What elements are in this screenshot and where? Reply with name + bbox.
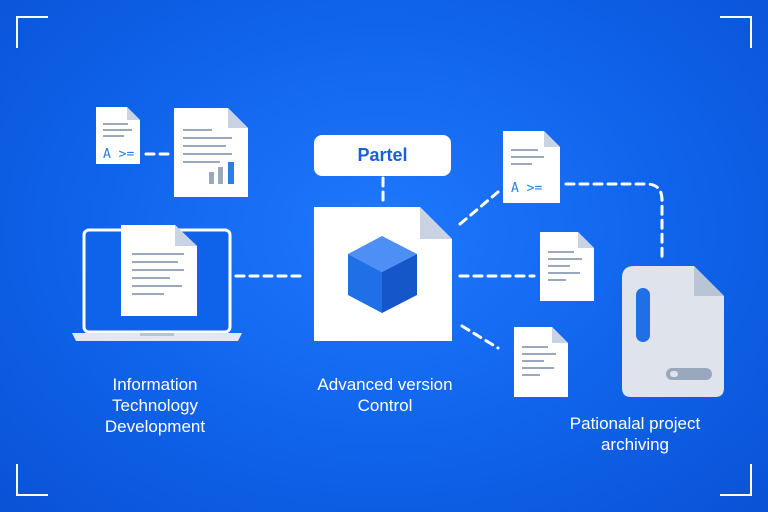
partel-tag: Partel (314, 135, 451, 176)
document-icon (514, 327, 568, 397)
laptop-icon (72, 225, 242, 341)
label-version-control: Advanced version Control (300, 374, 470, 416)
frame-corner-bottom-right (720, 464, 752, 496)
chart-document-icon (174, 108, 248, 197)
label-line: Advanced version (317, 375, 453, 394)
document-icon: A >= (503, 131, 560, 203)
cube-icon (348, 236, 417, 313)
document-code-text: A >= (103, 147, 134, 162)
label-line: Control (357, 396, 413, 415)
document-icon: A >= (96, 107, 140, 164)
connector-version-to-bottom-doc (460, 324, 500, 350)
label-line: Development (104, 417, 206, 436)
connector-code-doc-to-archive (564, 182, 664, 260)
frame-corner-top-left (16, 16, 48, 48)
label-line: archiving (600, 435, 670, 454)
version-control-document (314, 207, 452, 341)
label-line: Information (112, 375, 198, 394)
document-icon (540, 232, 594, 301)
label-line: Pationalal project (569, 414, 701, 433)
archive-icon (622, 266, 724, 397)
label-project-archiving: Pationalal project archiving (545, 413, 725, 455)
document-code-text: A >= (511, 181, 542, 196)
frame-corner-top-right (720, 16, 752, 48)
frame-corner-bottom-left (16, 464, 48, 496)
label-line: Technology (111, 396, 198, 415)
label-it-development: Information Technology Development (80, 374, 230, 437)
connector-version-to-code-doc (458, 190, 500, 226)
